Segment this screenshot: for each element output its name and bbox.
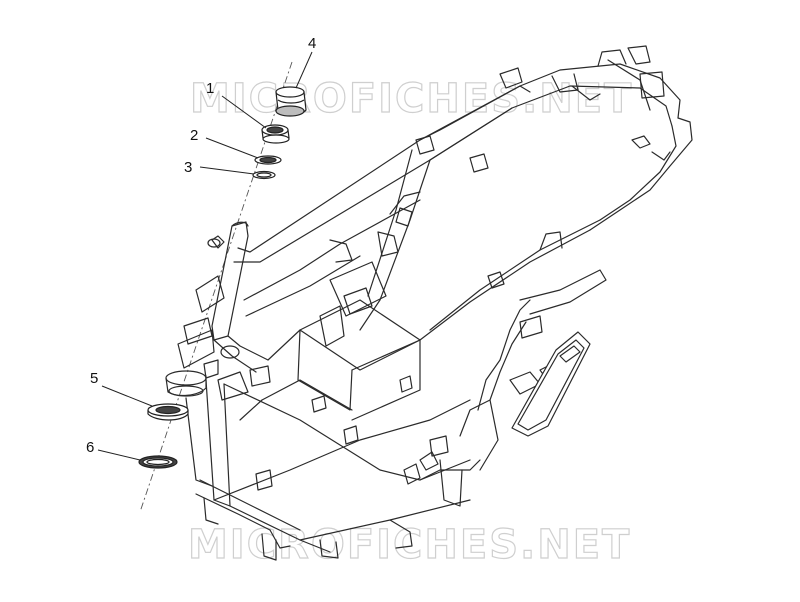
part-5-seal [147, 403, 189, 421]
callout-3: 3 [184, 159, 192, 176]
leader-1 [221, 95, 267, 129]
callout-2: 2 [190, 127, 198, 144]
part-4-cap [275, 86, 307, 117]
watermark-bottom: MICROFICHES.NET [188, 522, 631, 568]
part-3-ring [252, 170, 276, 180]
callout-6: 6 [86, 439, 94, 456]
leader-2 [205, 137, 259, 159]
leader-3 [199, 166, 255, 175]
watermark-top: MICROFICHES.NET [190, 76, 633, 122]
part-2-washer [254, 155, 282, 165]
scooter-frame [165, 45, 693, 561]
leader-5 [101, 385, 153, 407]
callout-1: 1 [206, 80, 214, 97]
leader-6 [97, 449, 141, 461]
part-1-ring-nut [261, 124, 290, 144]
callout-5: 5 [90, 370, 98, 387]
leader-4 [295, 51, 313, 89]
callout-4: 4 [308, 35, 316, 52]
part-6-dust-ring [138, 455, 178, 469]
